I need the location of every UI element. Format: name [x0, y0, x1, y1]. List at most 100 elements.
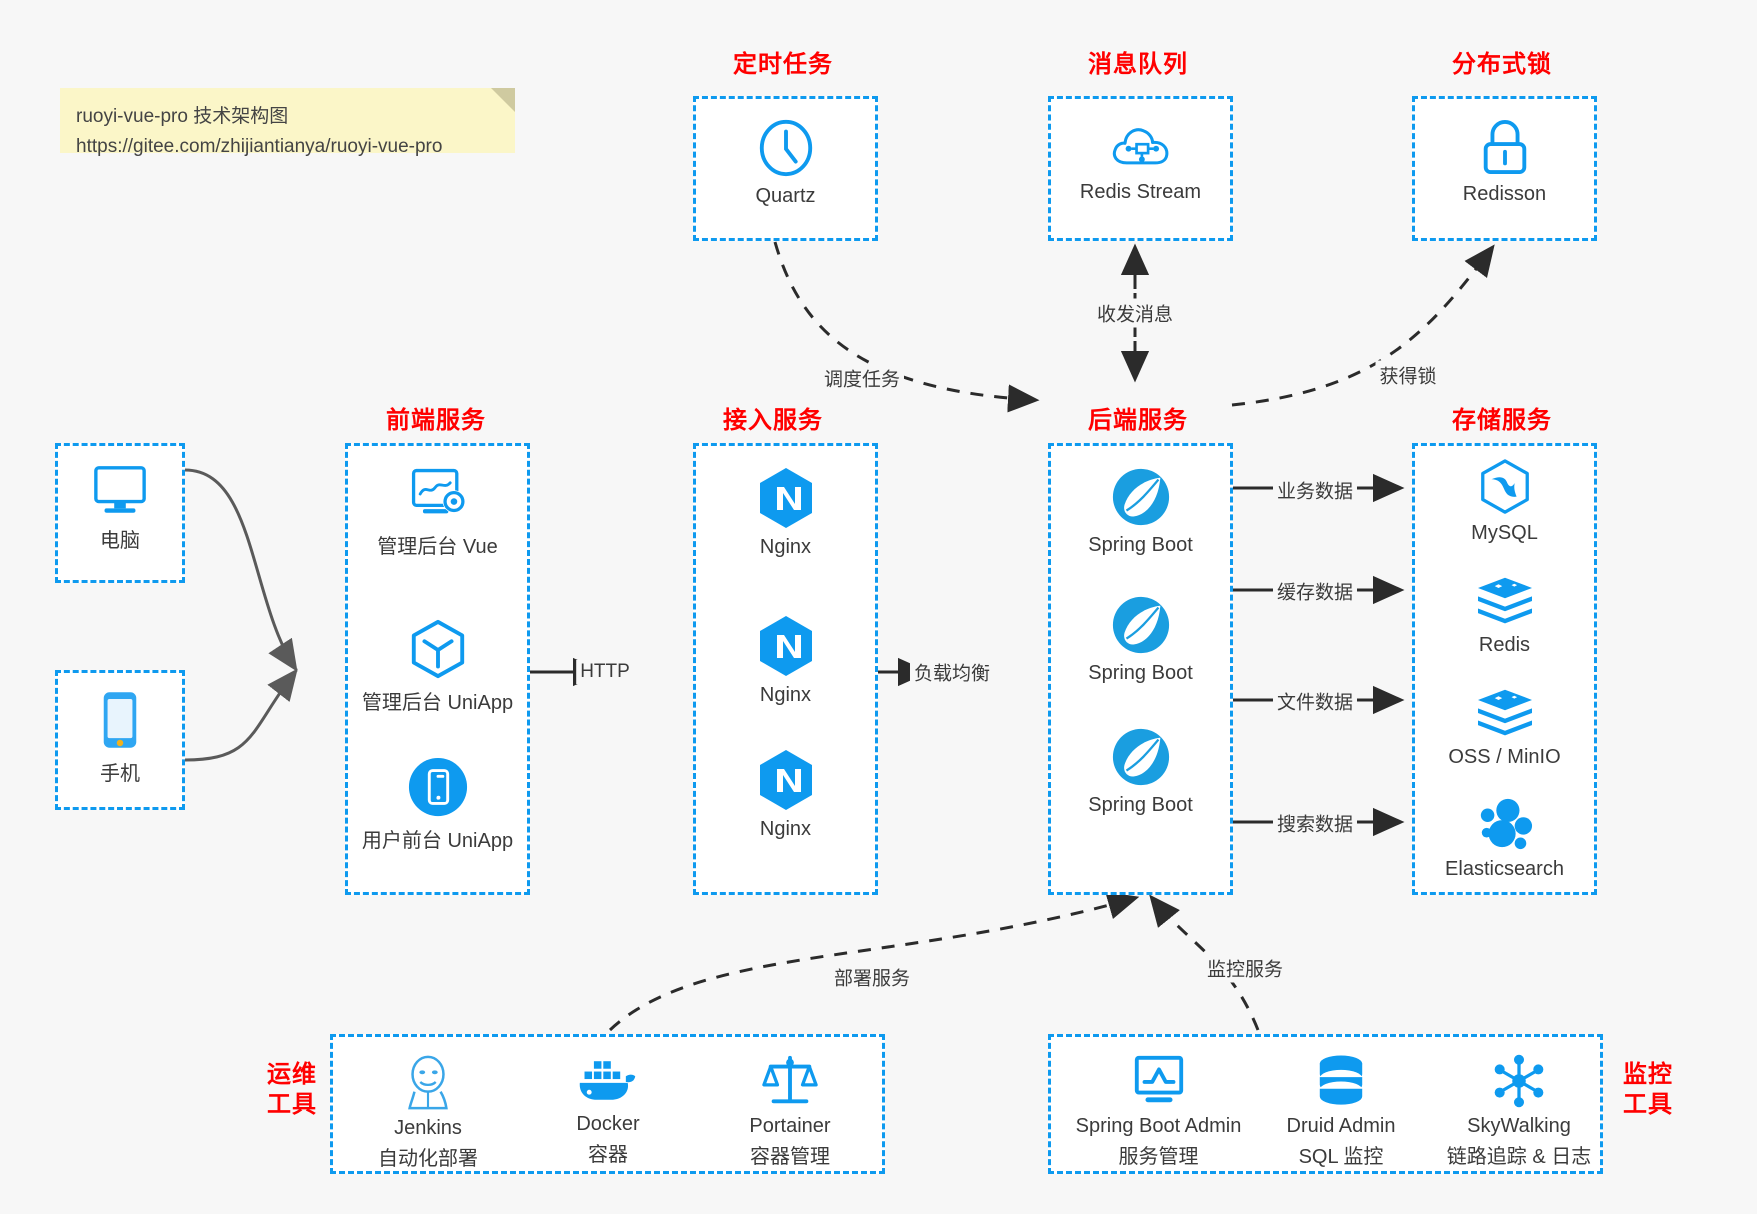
elasticsearch-icon — [1480, 798, 1532, 850]
node-sublabel: 容器管理 — [750, 1146, 830, 1168]
node-label: Quartz — [755, 185, 816, 207]
node-oss-minio[interactable]: OSS / MinIO — [1415, 686, 1594, 769]
edge-label-business-data: 业务数据 — [1272, 475, 1358, 505]
section-title-backend: 后端服务 — [1088, 407, 1188, 434]
node-nginx-3[interactable]: Nginx — [696, 748, 875, 841]
edge-label-http: HTTP — [576, 660, 634, 684]
jenkins-icon — [408, 1055, 448, 1110]
node-nginx-2[interactable]: Nginx — [696, 614, 875, 707]
node-portainer[interactable]: Portainer 容器管理 — [705, 1053, 875, 1169]
node-admin-vue[interactable]: 管理后台 Vue — [348, 466, 527, 559]
node-spring-boot-admin[interactable]: Spring Boot Admin 服务管理 — [1051, 1053, 1266, 1169]
node-redisson[interactable]: Redisson — [1415, 117, 1594, 206]
spring-boot-icon — [1112, 468, 1169, 526]
druid-database-icon — [1319, 1055, 1363, 1105]
cloud-stream-icon — [1112, 128, 1168, 165]
node-phone[interactable]: 手机 — [58, 689, 182, 786]
node-user-uniapp[interactable]: 用户前台 UniApp — [348, 756, 527, 853]
node-label: Nginx — [759, 684, 812, 706]
spring-boot-admin-icon — [1134, 1055, 1183, 1103]
section-title-frontend: 前端服务 — [386, 407, 486, 434]
clock-icon — [759, 119, 812, 177]
group-box-storage: MySQL Redis OSS / MinIO — [1412, 443, 1597, 895]
oss-minio-icon — [1477, 689, 1532, 736]
node-sublabel: SQL 监控 — [1298, 1146, 1384, 1168]
group-box-frontend: 管理后台 Vue 管理后台 UniApp 用户前台 UniApp — [345, 443, 530, 895]
node-label: Redisson — [1462, 183, 1547, 205]
edge-label-file-data: 文件数据 — [1272, 686, 1358, 716]
node-jenkins[interactable]: Jenkins 自动化部署 — [343, 1053, 513, 1171]
padlock-icon — [1483, 119, 1526, 175]
docker-icon — [579, 1061, 636, 1100]
node-mysql[interactable]: MySQL — [1415, 458, 1594, 545]
node-label: Portainer — [749, 1115, 831, 1137]
node-spring-boot-3[interactable]: Spring Boot — [1051, 726, 1230, 817]
group-box-client-phone: 手机 — [55, 670, 185, 810]
node-druid-admin[interactable]: Druid Admin SQL 监控 — [1251, 1053, 1431, 1169]
node-sublabel: 链路追踪 & 日志 — [1446, 1146, 1592, 1168]
node-spring-boot-1[interactable]: Spring Boot — [1051, 466, 1230, 557]
nginx-icon — [759, 616, 812, 676]
group-box-lock: Redisson — [1412, 96, 1597, 241]
section-title-lock: 分布式锁 — [1452, 51, 1552, 78]
node-label: Redis Stream — [1079, 181, 1202, 203]
group-box-scheduler: Quartz — [693, 96, 878, 241]
node-label: Druid Admin — [1286, 1115, 1396, 1137]
node-label: Spring Boot — [1088, 662, 1193, 684]
mysql-icon — [1480, 459, 1529, 514]
mobile-app-icon — [408, 757, 467, 817]
section-title-scheduler: 定时任务 — [733, 51, 833, 78]
node-label: MySQL — [1471, 522, 1538, 544]
node-label: 管理后台 UniApp — [361, 692, 514, 714]
node-label: Nginx — [759, 818, 812, 840]
node-spring-boot-2[interactable]: Spring Boot — [1051, 594, 1230, 685]
edge-label-acquire-lock: 获得锁 — [1375, 360, 1441, 390]
node-sublabel: 容器 — [588, 1144, 628, 1166]
nginx-icon — [759, 468, 812, 528]
note-folded-corner-icon — [491, 88, 515, 112]
skywalking-icon — [1494, 1054, 1544, 1108]
node-label: SkyWalking — [1467, 1115, 1571, 1137]
note-title: ruoyi-vue-pro 技术架构图 — [76, 106, 289, 127]
node-label: Nginx — [759, 536, 812, 558]
node-sublabel: 服务管理 — [1118, 1146, 1199, 1168]
node-admin-uniapp[interactable]: 管理后台 UniApp — [348, 618, 527, 715]
edge-label-search-data: 搜索数据 — [1272, 808, 1358, 838]
edge-label-monitor-service: 监控服务 — [1202, 953, 1288, 983]
node-computer[interactable]: 电脑 — [58, 462, 182, 553]
node-sublabel: 自动化部署 — [378, 1148, 478, 1170]
node-label: Spring Boot — [1088, 534, 1193, 556]
portainer-icon — [762, 1055, 818, 1104]
group-box-mq: Redis Stream — [1048, 96, 1233, 241]
section-title-mq: 消息队列 — [1088, 51, 1188, 78]
node-redis-stream[interactable]: Redis Stream — [1051, 117, 1230, 204]
node-docker[interactable]: Docker 容器 — [523, 1053, 693, 1167]
edge-label-deploy-service: 部署服务 — [829, 962, 915, 992]
mobile-phone-icon — [103, 692, 137, 748]
edge-label-load-balance: 负载均衡 — [909, 657, 995, 687]
redis-icon — [1477, 577, 1532, 624]
diagram-note: ruoyi-vue-pro 技术架构图 https://gitee.com/zh… — [60, 88, 515, 157]
node-label: 管理后台 Vue — [377, 536, 498, 558]
node-label: Docker — [576, 1113, 640, 1135]
node-nginx-1[interactable]: Nginx — [696, 466, 875, 559]
note-url: https://gitee.com/zhijiantianya/ruoyi-vu… — [76, 136, 443, 157]
section-title-monitor-line2: 工具 — [1623, 1091, 1673, 1118]
edge-label-send-receive-message: 收发消息 — [1092, 298, 1178, 328]
edge-label-schedule-task: 调度任务 — [819, 363, 905, 393]
node-skywalking[interactable]: SkyWalking 链路追踪 & 日志 — [1429, 1053, 1609, 1169]
node-redis[interactable]: Redis — [1415, 574, 1594, 657]
node-elasticsearch[interactable]: Elasticsearch — [1415, 794, 1594, 881]
node-quartz[interactable]: Quartz — [696, 117, 875, 208]
spring-boot-icon — [1112, 728, 1169, 786]
uniapp-cube-icon — [411, 619, 464, 679]
edge-label-cache-data: 缓存数据 — [1272, 576, 1358, 606]
group-box-client-computer: 电脑 — [55, 443, 185, 583]
section-title-devops: 运维 工具 — [262, 1060, 322, 1120]
node-label: 电脑 — [100, 530, 140, 552]
node-label: 用户前台 UniApp — [361, 830, 514, 852]
nginx-icon — [759, 750, 812, 810]
node-label: Spring Boot Admin — [1075, 1115, 1242, 1137]
admin-dashboard-icon — [411, 468, 465, 514]
